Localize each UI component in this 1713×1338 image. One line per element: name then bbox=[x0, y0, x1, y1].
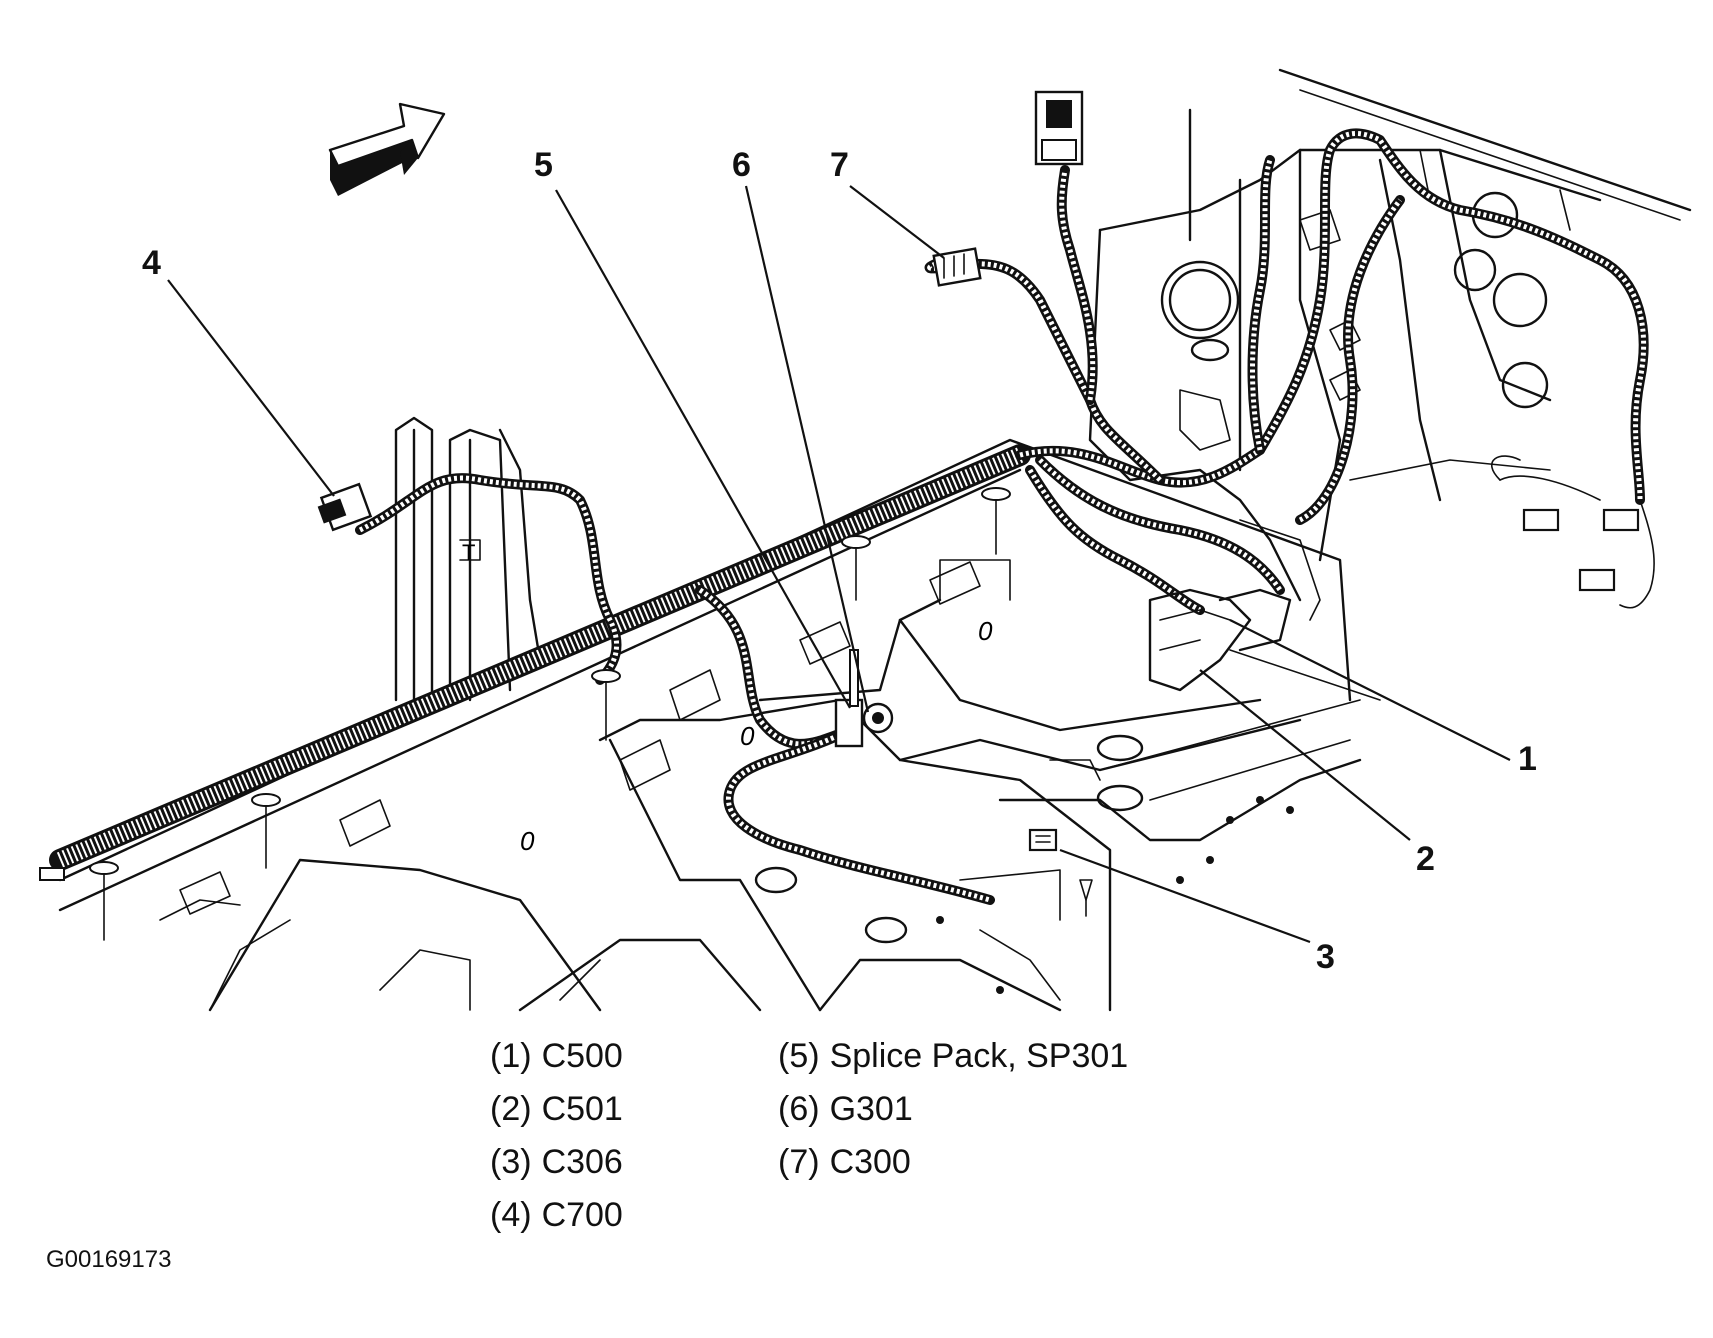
svg-text:0: 0 bbox=[520, 826, 535, 856]
connector-c300 bbox=[932, 247, 982, 287]
legend-item-c300: (7)C300 bbox=[778, 1143, 911, 1181]
forward-arrow-icon bbox=[328, 102, 446, 196]
harness-wires bbox=[355, 128, 1655, 905]
callout-3: 3 bbox=[1316, 938, 1335, 976]
callout-7: 7 bbox=[830, 146, 849, 184]
connector-c306 bbox=[1028, 828, 1058, 852]
legend-item-c500: (1)C500 bbox=[490, 1037, 623, 1075]
figure-id: G00169173 bbox=[46, 1246, 172, 1273]
callout-4: 4 bbox=[142, 244, 161, 282]
rear-quarter-panel bbox=[1088, 68, 1692, 621]
svg-text:0: 0 bbox=[740, 721, 755, 751]
legend-column-right: (5)Splice Pack, SP301 (6)G301 (7)C300 bbox=[778, 1030, 1128, 1189]
legend-item-sp301: (5)Splice Pack, SP301 bbox=[778, 1037, 1129, 1075]
callout-labels: 1 2 3 4 5 6 7 bbox=[142, 146, 1537, 976]
legend-column-left: (1)C500 (2)C501 (3)C306 (4)C700 bbox=[490, 1030, 623, 1242]
connector-right-1 bbox=[1522, 508, 1640, 592]
connector-top bbox=[1034, 90, 1084, 166]
callout-2: 2 bbox=[1416, 840, 1435, 878]
callout-6: 6 bbox=[732, 146, 751, 184]
legend-item-c501: (2)C501 bbox=[490, 1090, 623, 1128]
connector-c700 bbox=[317, 482, 373, 532]
ground-g301 bbox=[862, 702, 894, 734]
push-pin-fasteners bbox=[89, 487, 1093, 941]
svg-text:0: 0 bbox=[978, 616, 993, 646]
legend-item-c700: (4)C700 bbox=[490, 1196, 623, 1234]
legend-item-c306: (3)C306 bbox=[490, 1143, 623, 1181]
callout-leaders bbox=[167, 185, 1511, 944]
legend-item-g301: (6)G301 bbox=[778, 1090, 913, 1128]
splice-pack-sp301 bbox=[834, 649, 864, 748]
connector-c500-c501 bbox=[1148, 588, 1292, 692]
rocker-harness-conduit bbox=[39, 444, 1031, 881]
svg-text:T: T bbox=[462, 540, 475, 565]
callout-5: 5 bbox=[534, 146, 553, 184]
callout-1: 1 bbox=[1518, 740, 1537, 778]
